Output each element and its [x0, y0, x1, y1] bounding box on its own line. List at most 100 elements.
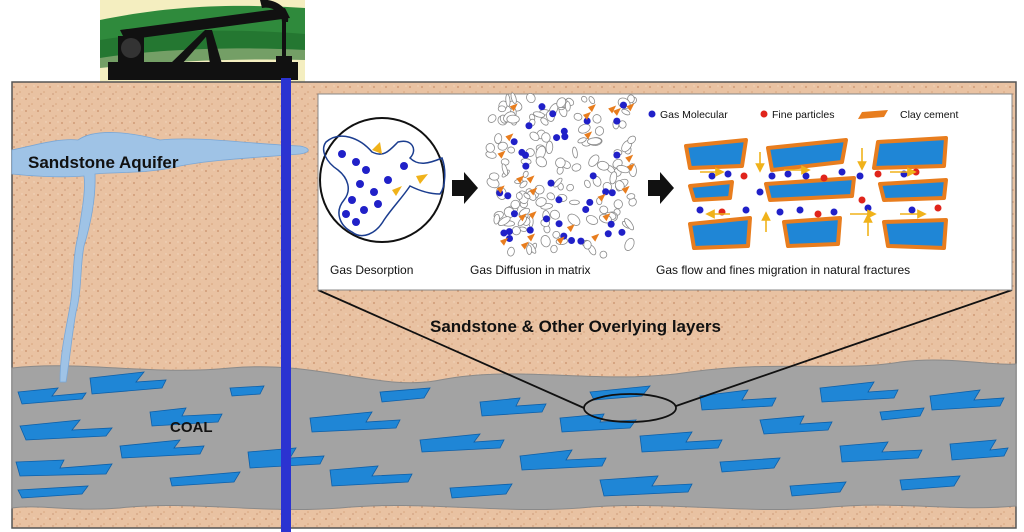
- flow-arrow: [625, 154, 634, 163]
- gas-molecule: [577, 237, 585, 245]
- legend-clay: Clay cement: [900, 109, 958, 121]
- gas-molecule: [607, 220, 615, 228]
- caption-diffusion: Gas Diffusion in matrix: [470, 263, 591, 277]
- flow-arrow: [602, 213, 611, 222]
- flow-arrow: [499, 237, 508, 246]
- gas-molecule: [613, 151, 621, 159]
- flow-arrow: [505, 133, 514, 142]
- label-overlying-layers: Sandstone & Other Overlying layers: [430, 317, 721, 336]
- flow-arrow: [556, 236, 565, 245]
- flow-arrow: [520, 241, 529, 250]
- matrix-grain: [546, 192, 556, 201]
- matrix-grain: [519, 207, 531, 217]
- gas-molecule: [526, 226, 534, 234]
- gas-molecule: [582, 205, 590, 213]
- matrix-grain: [497, 141, 508, 151]
- matrix-grain: [621, 108, 631, 116]
- matrix-grain: [549, 209, 561, 220]
- flow-arrow: [591, 233, 600, 242]
- gas-molecule: [619, 101, 627, 109]
- gas-molecule: [608, 189, 616, 197]
- flow-arrow: [518, 213, 527, 222]
- matrix-grain: [581, 95, 588, 103]
- matrix-grain: [626, 193, 636, 200]
- flow-arrow: [527, 233, 536, 242]
- label-coal: COAL: [170, 419, 213, 436]
- gas-molecule: [589, 172, 597, 180]
- gas-molecule: [583, 117, 591, 125]
- zoom-callout: [317, 289, 1013, 423]
- matrix-grain: [624, 237, 635, 251]
- matrix-grain: [585, 215, 599, 225]
- flow-arrow: [587, 104, 596, 113]
- matrix-grain: [523, 192, 531, 200]
- matrix-grain: [550, 244, 558, 254]
- gas-molecule: [500, 229, 508, 237]
- matrix-grain: [577, 137, 587, 144]
- matrix-grain: [526, 92, 536, 104]
- matrix-grain: [588, 154, 600, 167]
- right-arrow-icon: [648, 172, 674, 204]
- coal-fractures: [15, 371, 1009, 499]
- matrix-grain: [541, 132, 551, 143]
- matrix-grain: [507, 246, 515, 257]
- matrix-grain: [597, 160, 610, 171]
- flow-arrow: [584, 131, 593, 140]
- fracture-flow-graphic: [684, 136, 948, 250]
- gas-molecule: [547, 179, 555, 187]
- matrix-grain: [583, 240, 592, 250]
- surface-scene: [100, 0, 305, 82]
- matrix-grain: [618, 120, 627, 129]
- label-sandstone-aquifer: Sandstone Aquifer: [28, 153, 179, 172]
- matrix-grain: [535, 156, 547, 168]
- matrix-grain: [594, 126, 605, 136]
- matrix-grain: [616, 165, 630, 174]
- matrix-grain: [507, 146, 515, 154]
- gas-molecule: [518, 148, 526, 156]
- matrix-grain: [517, 216, 528, 227]
- matrix-grain: [510, 92, 517, 104]
- flow-arrow: [612, 107, 621, 116]
- matrix-grain: [545, 140, 554, 155]
- matrix-grain: [532, 111, 545, 118]
- flow-arrow: [496, 185, 505, 194]
- matrix-grain: [572, 146, 578, 159]
- gas-molecule: [522, 162, 530, 170]
- matrix-grain: [515, 192, 523, 200]
- matrix-grain: [599, 250, 608, 259]
- matrix-grain: [573, 112, 583, 121]
- flow-arrow: [621, 185, 630, 194]
- matrix-grain: [485, 143, 495, 153]
- matrix-grain: [493, 213, 500, 225]
- gas-molecule: [561, 133, 569, 141]
- matrix-grain: [526, 244, 533, 255]
- matrix-grain: [494, 133, 503, 144]
- gas-legend-marker: [648, 110, 656, 118]
- caption-flow: Gas flow and fines migration in natural …: [656, 263, 910, 277]
- gas-molecule: [602, 188, 610, 196]
- flow-arrow: [597, 193, 606, 202]
- flow-arrow: [529, 187, 538, 196]
- matrix-grain: [569, 199, 580, 206]
- right-arrow-icon: [452, 172, 478, 204]
- flow-arrow: [582, 111, 591, 120]
- gas-molecule: [555, 220, 563, 228]
- desorption-graphic: [319, 117, 446, 243]
- matrix-grain: [540, 117, 549, 126]
- matrix-grain: [628, 197, 637, 207]
- matrix-grain: [567, 213, 581, 226]
- matrix-grain: [627, 94, 635, 104]
- gas-molecule: [510, 210, 518, 218]
- well-bore: [281, 78, 291, 532]
- matrix-grain: [506, 114, 520, 124]
- matrix-grain: [535, 197, 547, 207]
- gas-molecule: [618, 228, 626, 236]
- matrix-grain: [522, 170, 529, 178]
- matrix-grain: [613, 199, 623, 210]
- matrix-grain: [627, 135, 636, 144]
- flow-arrow: [566, 224, 575, 233]
- gas-molecule: [510, 138, 518, 146]
- fine-legend-marker: [760, 110, 768, 118]
- flow-arrow: [526, 175, 535, 184]
- gas-molecule: [553, 134, 561, 142]
